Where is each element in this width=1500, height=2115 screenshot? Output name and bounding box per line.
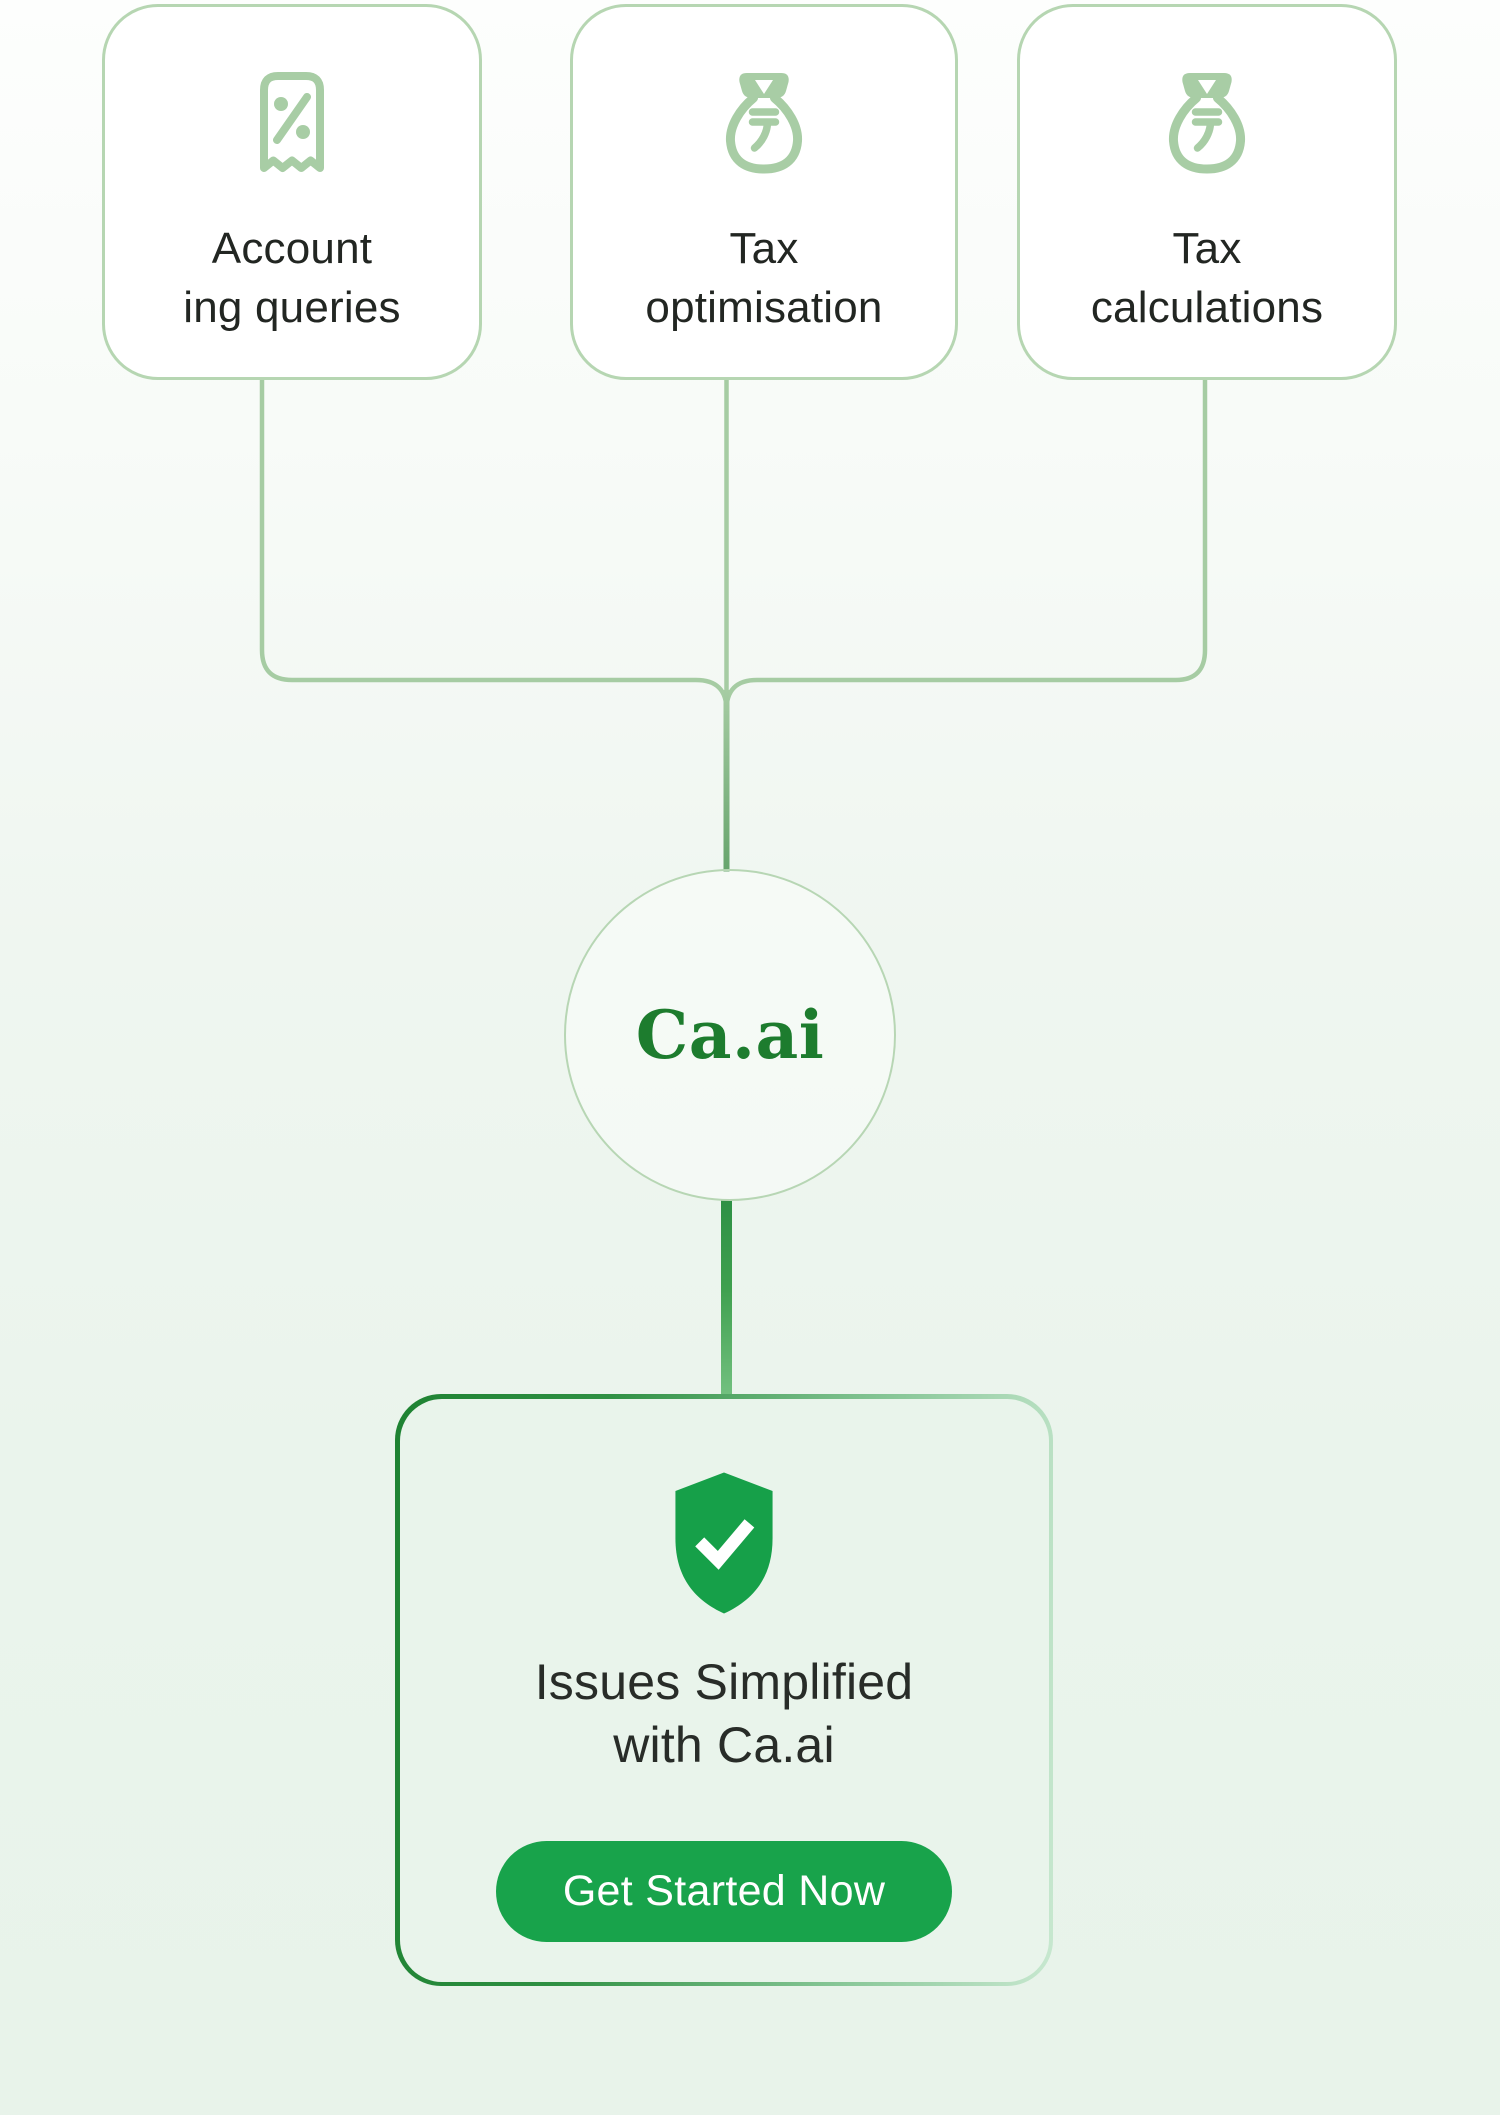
result-title: Issues Simplified with Ca.ai	[534, 1653, 914, 1773]
hub-circle: Ca.ai	[564, 869, 896, 1201]
card-tax-optimisation: Tax optimisation	[570, 4, 958, 380]
receipt-percent-icon	[250, 71, 334, 175]
card-label: Tax optimisation	[645, 224, 883, 332]
card-tax-calculations: Tax calculations	[1017, 4, 1397, 380]
money-bag-rupee-icon	[720, 71, 808, 175]
card-label: Account ing queries	[183, 224, 401, 332]
card-accounting-queries: Account ing queries	[102, 4, 482, 380]
card-label: Tax calculations	[1090, 224, 1324, 332]
result-card: Issues Simplified with Ca.ai Get Started…	[395, 1394, 1053, 1986]
get-started-button[interactable]: Get Started Now	[496, 1840, 952, 1942]
brand-label: Ca.ai	[635, 996, 825, 1074]
shield-check-icon	[668, 1469, 780, 1617]
money-bag-rupee-icon	[1163, 71, 1251, 175]
connector-right	[724, 378, 1208, 711]
connector-left	[259, 378, 729, 711]
